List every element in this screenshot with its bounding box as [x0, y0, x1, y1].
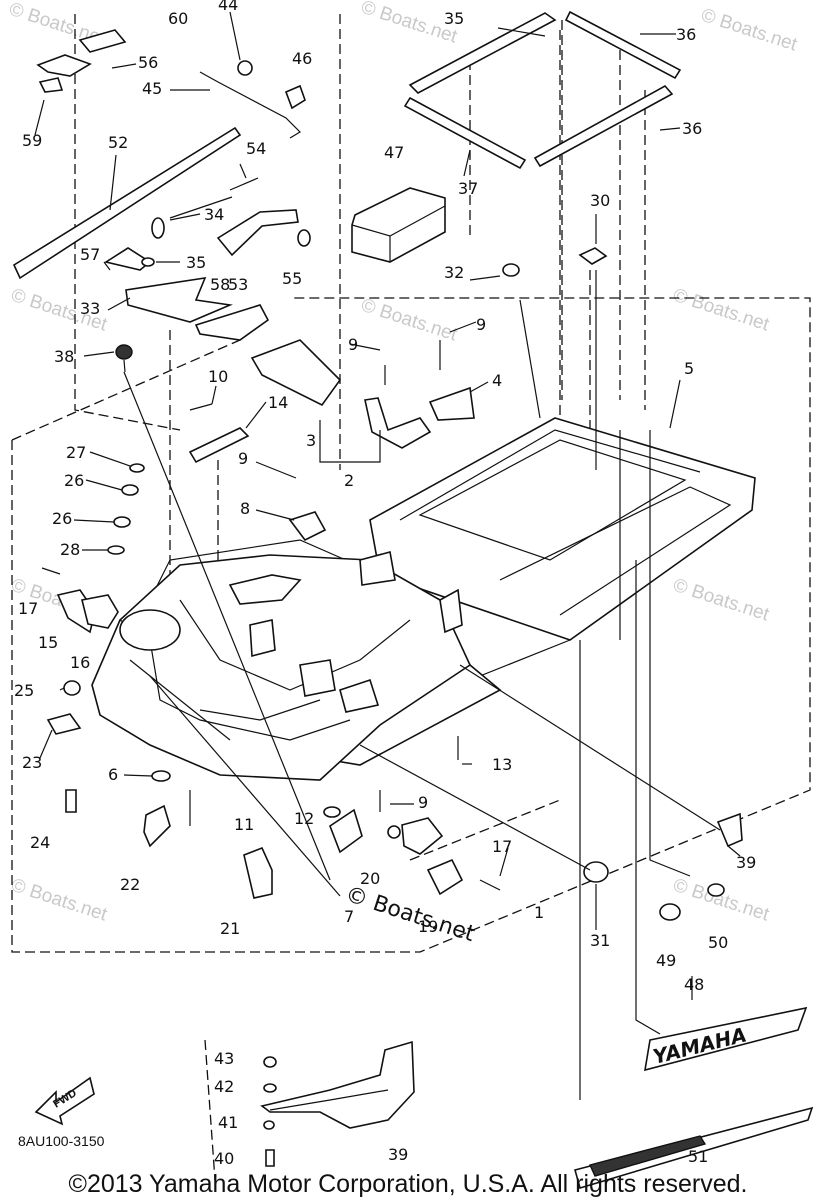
bracket-inset — [204, 1039, 415, 1181]
callout-47: 47 — [384, 143, 404, 162]
callout-51: 51 — [688, 1147, 708, 1166]
pad-group — [36, 29, 127, 93]
callout-labels: 60 56 59 52 44 46 45 54 34 35 57 53 58 5… — [14, 0, 756, 1168]
callout-26: 26 — [64, 471, 84, 490]
callout-52: 52 — [108, 133, 128, 152]
callout-9: 9 — [238, 449, 248, 468]
hardware-small-top — [199, 60, 608, 277]
watermark: © Boats.net — [8, 875, 110, 926]
leader-lines — [123, 270, 721, 1100]
callout-5: 5 — [684, 359, 694, 378]
bracket-parts-center — [364, 340, 475, 449]
callout-34: 35 — [186, 253, 206, 272]
callout-33: 34 — [204, 205, 224, 224]
callout-3: 3 — [306, 431, 316, 450]
callout-43: 43 — [214, 1049, 234, 1068]
callout-36: 37 — [458, 179, 478, 198]
callout-14: 14 — [268, 393, 288, 412]
callout-50: 50 — [708, 933, 728, 952]
callout-17: 17 — [492, 837, 512, 856]
watermark: © Boats.net — [670, 875, 772, 926]
callout-31: 32 — [444, 263, 464, 282]
callout-19: 19 — [418, 917, 438, 936]
long-strip-52 — [12, 126, 242, 280]
callout-15: 15 — [38, 633, 58, 652]
callout-45: 45 — [142, 79, 162, 98]
callout-22: 22 — [120, 875, 140, 894]
callout-32: 33 — [80, 299, 100, 318]
watermark-center: © Boats.net — [342, 882, 478, 947]
callout-53: 53 — [228, 275, 248, 294]
callout-6: 6 — [108, 765, 118, 784]
callout-11: 11 — [234, 815, 254, 834]
callout-36: 36 — [676, 25, 696, 44]
callout-28: 28 — [60, 540, 80, 559]
copyright-notice: ©2013 Yamaha Motor Corporation, U.S.A. A… — [68, 1170, 748, 1198]
callout-38: 39 — [736, 853, 756, 872]
fwd-arrow: FWD — [34, 1076, 95, 1126]
callout-20: 20 — [360, 869, 380, 888]
callout-49: 49 — [656, 951, 676, 970]
callout-21: 21 — [220, 919, 240, 938]
callout-58: 58 — [210, 275, 230, 294]
callout-12: 12 — [294, 809, 314, 828]
callout-24: 24 — [30, 833, 50, 852]
callout-10: 10 — [208, 367, 228, 386]
callout-41: 41 — [218, 1113, 238, 1132]
callout-1: 1 — [534, 903, 544, 922]
callout-23: 23 — [22, 753, 42, 772]
callout-13: 13 — [492, 755, 512, 774]
bracket-parts-left — [103, 177, 342, 407]
callout-29: 30 — [590, 191, 610, 210]
callout-40: 40 — [214, 1149, 234, 1168]
callout-9: 9 — [476, 315, 486, 334]
callout-46: 46 — [292, 49, 312, 68]
lower-chassis — [91, 551, 472, 781]
callout-4: 4 — [492, 371, 502, 390]
callout-35: 35 — [444, 9, 464, 28]
callout-7: 7 — [344, 907, 354, 926]
watermark: © Boats.net — [358, 295, 460, 346]
callout-44: 44 — [218, 0, 238, 14]
callout-55: 55 — [282, 269, 302, 288]
callout-17: 17 — [18, 599, 38, 618]
callout-42: 42 — [214, 1077, 234, 1096]
watermark: © Boats.net — [670, 285, 772, 336]
callout-ticks — [34, 11, 741, 1000]
drawing-code: 8AU100-3150 — [18, 1133, 105, 1149]
lower-hardware — [143, 736, 743, 921]
left-hardware — [41, 344, 327, 813]
watermark: © Boats.net — [698, 5, 800, 56]
watermark: © Boats.net — [670, 575, 772, 626]
callout-56: 56 — [138, 53, 158, 72]
callout-60: 60 — [168, 9, 188, 28]
callout-59: 59 — [22, 131, 42, 150]
callout-30: 31 — [590, 931, 610, 950]
rubber-strip-set — [403, 10, 682, 170]
callout-16: 16 — [70, 653, 90, 672]
callout-48: 48 — [684, 975, 704, 994]
callout-2: 2 — [344, 471, 354, 490]
callout-9: 9 — [418, 793, 428, 812]
callout-39: 39 — [388, 1145, 408, 1164]
callout-37: 38 — [54, 347, 74, 366]
callout-27: 27 — [66, 443, 86, 462]
callout-8: 8 — [240, 499, 250, 518]
callout-57: 57 — [80, 245, 100, 264]
callout-54: 54 — [246, 139, 266, 158]
callout-26: 26 — [52, 509, 72, 528]
callout-25: 25 — [14, 681, 34, 700]
callout-35: 36 — [682, 119, 702, 138]
foam-block — [351, 187, 446, 263]
